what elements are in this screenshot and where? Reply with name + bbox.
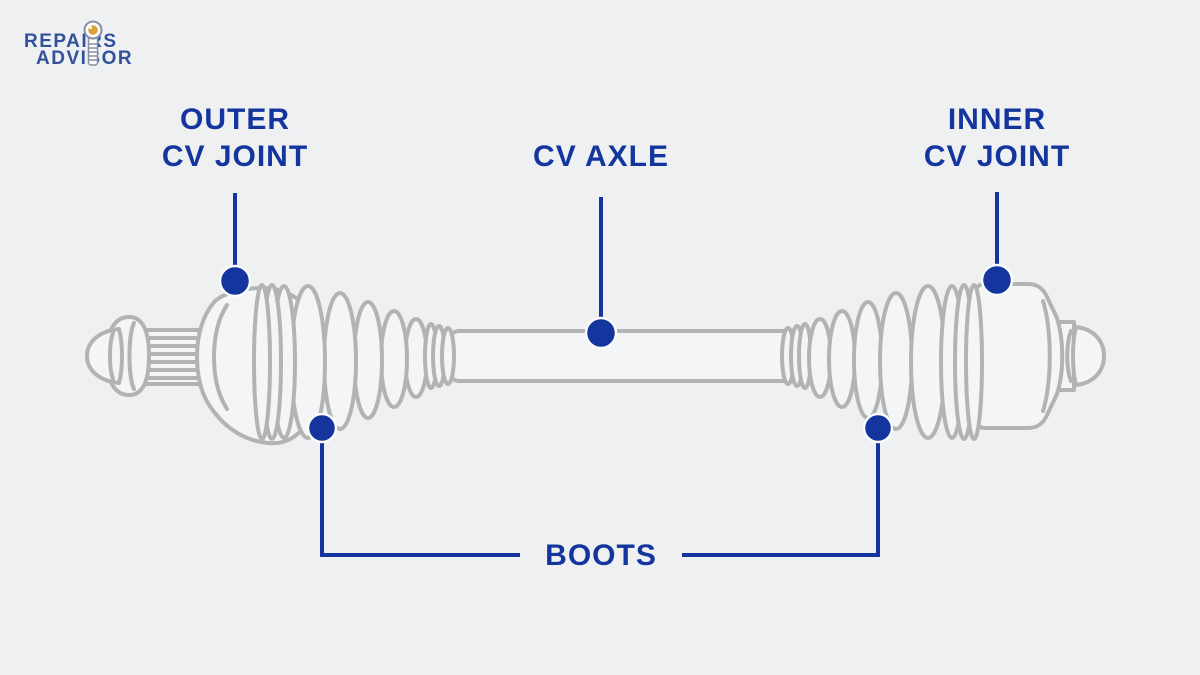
logo-line2: ADVISOR [36, 48, 134, 69]
left-stub-shaft [85, 315, 206, 397]
label-outer-cv-joint-line2: CV JOINT [161, 140, 309, 173]
label-outer-cv-joint: OUTER CV JOINT [110, 101, 360, 175]
repairs-advisor-logo: REPAIRS ADVISOR [24, 20, 174, 72]
left-end-cap [85, 327, 124, 385]
label-boots: BOOTS [545, 539, 657, 572]
right-end-cap [1071, 325, 1106, 387]
label-outer-cv-joint-line1: OUTER [180, 103, 290, 136]
label-inner-cv-joint-line1: INNER [947, 103, 1047, 136]
bolt-icon [83, 20, 103, 66]
inner-boot [807, 283, 984, 441]
boots-left-dot [306, 412, 338, 444]
label-inner-cv-joint-line2: CV JOINT [923, 140, 1071, 173]
label-cv-axle: CV AXLE [533, 140, 669, 173]
boots-left-leader-line [320, 440, 520, 557]
label-inner-cv-joint: INNER CV JOINT [872, 101, 1122, 175]
boots-right-dot [862, 412, 894, 444]
boots-right-leader-line [682, 440, 880, 557]
outer-boot [252, 283, 429, 441]
outer-boot-clamp [423, 322, 456, 390]
inner-cv-joint-dot [980, 263, 1014, 297]
axle-shaft [448, 329, 796, 383]
outer-cv-joint-dot [218, 264, 252, 298]
axle-illustration [85, 282, 1106, 446]
cv-axle-dot [584, 316, 618, 350]
annotations [218, 192, 1014, 557]
inner-boot-clamp [780, 322, 813, 390]
